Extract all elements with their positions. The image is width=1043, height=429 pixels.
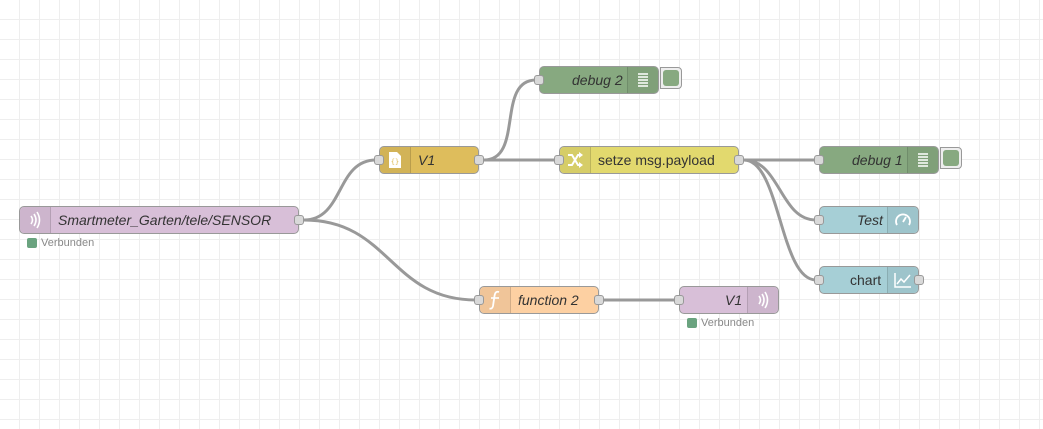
wire-mqtt-to-function[interactable]	[303, 218, 477, 302]
function-icon	[480, 287, 511, 313]
output-port[interactable]	[594, 295, 604, 305]
input-port[interactable]	[814, 155, 824, 165]
input-port[interactable]	[554, 155, 564, 165]
input-port[interactable]	[374, 155, 384, 165]
wire-json-to-debug2[interactable]	[483, 78, 537, 162]
input-port[interactable]	[814, 215, 824, 225]
output-port[interactable]	[474, 155, 484, 165]
node-label: V1	[725, 292, 743, 308]
chart-node[interactable]: chart	[814, 266, 924, 294]
node-label: debug 1	[852, 152, 903, 168]
change-node[interactable]: setze msg.payload	[554, 146, 744, 174]
gauge-icon	[887, 207, 918, 233]
debug-toggle-button[interactable]	[660, 67, 682, 89]
debug-node-1[interactable]: debug 1	[814, 146, 939, 174]
output-port[interactable]	[734, 155, 744, 165]
wire-mqtt-to-json[interactable]	[303, 158, 377, 222]
input-port[interactable]	[674, 295, 684, 305]
debug-list-icon	[627, 67, 658, 93]
debug-node-2[interactable]: debug 2	[534, 66, 659, 94]
wire-change-to-test[interactable]	[743, 158, 817, 222]
debug-list-icon	[907, 147, 938, 173]
output-port[interactable]	[294, 215, 304, 225]
node-label: V1	[418, 152, 436, 168]
input-port[interactable]	[474, 295, 484, 305]
node-label: Test	[857, 212, 883, 228]
shuffle-icon	[560, 147, 591, 173]
node-label: setze msg.payload	[598, 152, 715, 168]
chart-icon	[887, 267, 918, 293]
node-label: Smartmeter_Garten/tele/SENSOR	[58, 212, 272, 228]
debug-toggle-indicator	[663, 70, 679, 86]
mqtt-out-status: Verbunden	[687, 317, 754, 329]
debug-toggle-button[interactable]	[940, 147, 962, 169]
status-text: Verbunden	[701, 317, 755, 329]
input-port[interactable]	[534, 75, 544, 85]
status-dot-icon	[27, 238, 37, 248]
mqtt-out-node[interactable]: V1	[674, 286, 779, 314]
status-text: Verbunden	[41, 237, 95, 249]
input-port[interactable]	[814, 275, 824, 285]
node-label: function 2	[518, 292, 579, 308]
function-node[interactable]: function 2	[474, 286, 604, 314]
mqtt-in-node[interactable]: Smartmeter_Garten/tele/SENSOR	[19, 206, 304, 234]
node-label: chart	[850, 272, 882, 288]
json-node[interactable]: {} V1	[374, 146, 484, 174]
bridge-icon	[20, 207, 51, 233]
wire-change-to-chart[interactable]	[743, 158, 817, 282]
gauge-node-test[interactable]: Test	[814, 206, 919, 234]
output-port[interactable]	[914, 275, 924, 285]
mqtt-in-status: Verbunden	[27, 237, 94, 249]
svg-text:{}: {}	[391, 158, 399, 166]
bridge-icon	[747, 287, 778, 313]
status-dot-icon	[687, 318, 697, 328]
node-label: debug 2	[572, 72, 623, 88]
json-icon: {}	[380, 147, 411, 173]
debug-toggle-indicator	[943, 150, 959, 166]
